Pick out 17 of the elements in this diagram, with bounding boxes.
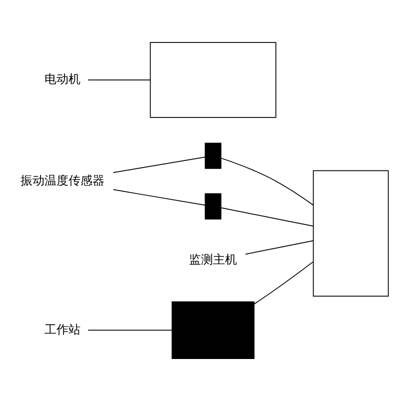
node-text: 电动机 — [44, 72, 80, 86]
node-box — [312, 170, 389, 296]
connector — [112, 156, 206, 173]
node-text: 工作站 — [44, 322, 80, 336]
node-text: 振动温度传感器 — [20, 172, 104, 187]
node-box — [150, 42, 276, 118]
connector — [112, 188, 206, 206]
node-box — [204, 142, 222, 168]
connector — [254, 261, 314, 304]
connector — [220, 206, 314, 226]
node-box — [172, 300, 254, 358]
connector — [88, 79, 151, 80]
node-box — [204, 192, 222, 219]
connector — [88, 329, 172, 330]
connector — [245, 240, 314, 254]
node-text: 监测主机 — [189, 252, 238, 266]
connector — [220, 157, 314, 206]
